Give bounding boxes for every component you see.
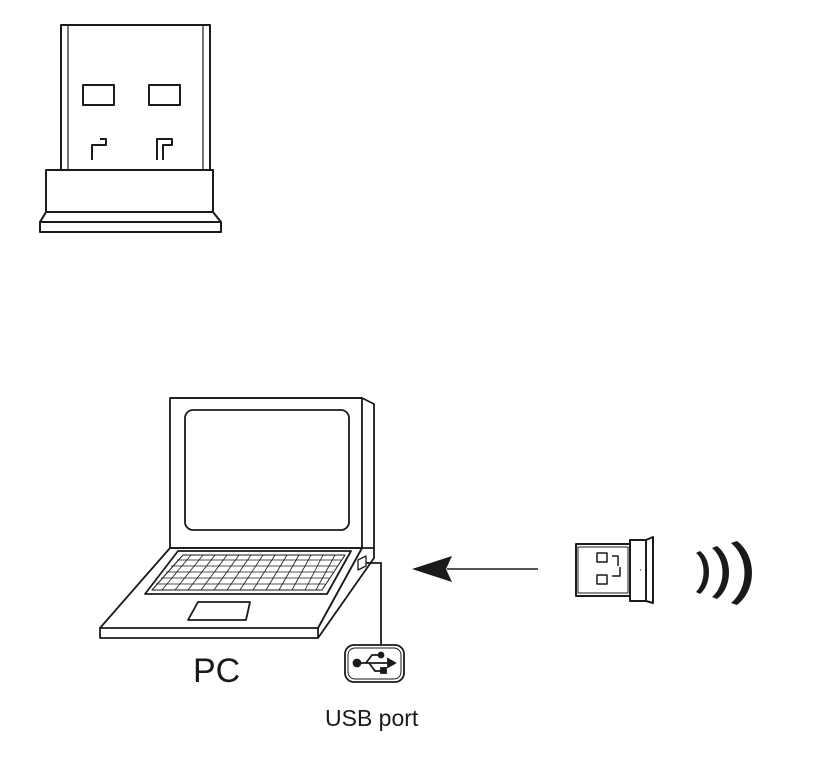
usb-symbol-icon xyxy=(345,645,404,682)
usb-dongle-small xyxy=(576,537,653,603)
pc-label: PC xyxy=(193,652,240,691)
arrow-left-icon xyxy=(412,556,538,582)
usb-dongle-large xyxy=(40,25,221,232)
usb-port-leader-line xyxy=(366,563,381,645)
usb-port-label: USB port xyxy=(325,705,418,732)
wireless-signal-icon xyxy=(696,541,752,605)
laptop-icon xyxy=(100,398,374,638)
